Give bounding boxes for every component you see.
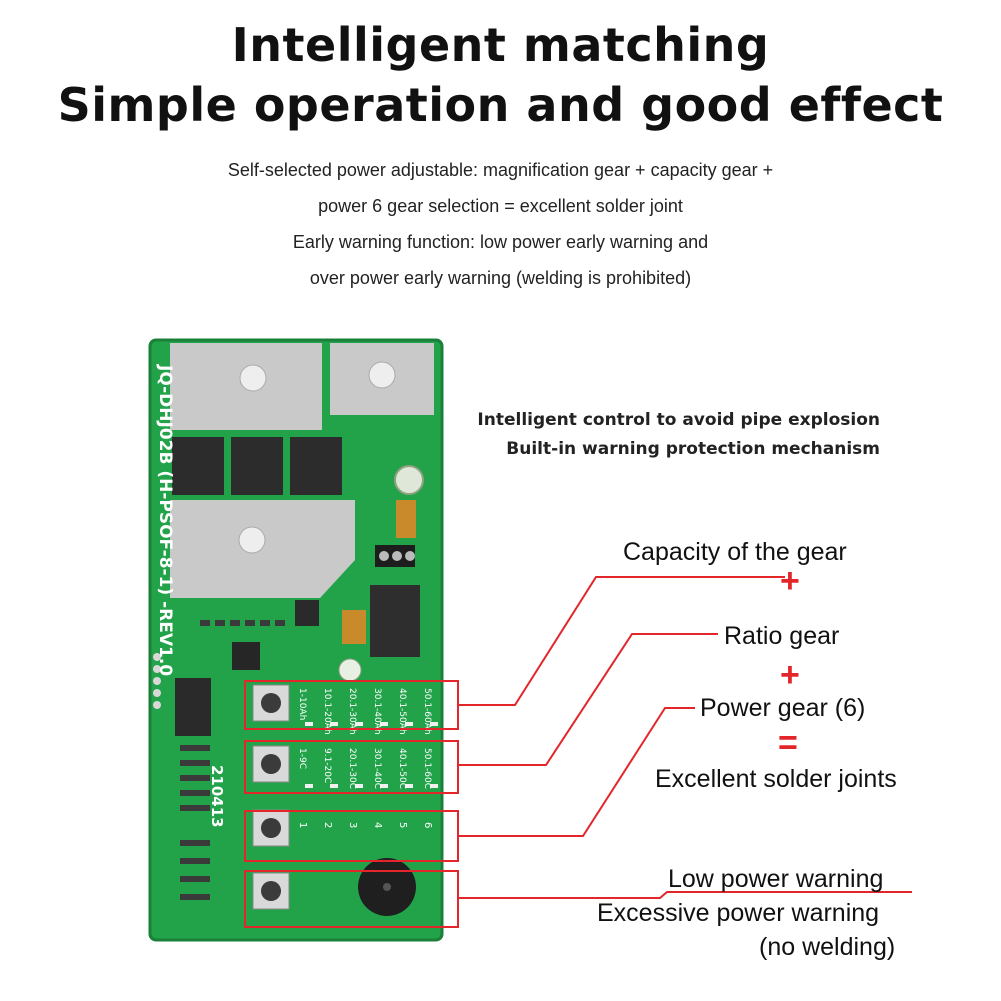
plus-sign-1: + [780, 562, 800, 600]
plus-sign-2: + [780, 656, 800, 694]
leader-ratio [458, 633, 718, 766]
leader-warning [458, 891, 912, 899]
callout-capacity-gear: Capacity of the gear [623, 538, 847, 566]
ratio-label-2: 9.1-20C [322, 748, 332, 783]
callout-ratio-gear: Ratio gear [724, 622, 840, 650]
callout-power-gear: Power gear (6) [700, 694, 866, 722]
protection-note-line-2: Built-in warning protection mechanism [506, 439, 880, 459]
board-date-code: 210413 [208, 765, 226, 828]
capacity-label-1: 1-10Ah [297, 688, 307, 720]
leader-capacity [458, 576, 785, 706]
description-line-2: power 6 gear selection = excellent solde… [318, 196, 683, 216]
smd-component-stack [396, 500, 416, 538]
highlight-ratio [244, 740, 459, 794]
gear-label-3: 3 [347, 822, 358, 828]
title-line-2: Simple operation and good effect [57, 78, 944, 132]
electrolytic-capacitor [394, 465, 424, 495]
capacity-label-4: 30.1-40Ah [372, 688, 382, 735]
gear-label-4: 4 [372, 822, 383, 828]
inductor [232, 642, 260, 670]
button-warning [252, 872, 290, 910]
button-power [252, 809, 290, 847]
equals-sign: = [778, 724, 798, 762]
callout-no-welding: (no welding) [759, 933, 896, 961]
microcontroller-chip [175, 678, 211, 736]
heatsink-pad-middle [170, 500, 355, 598]
gear-label-5: 5 [397, 822, 408, 828]
capacity-label-2: 10.1-20Ah [322, 688, 332, 735]
description-line-4: over power early warning (welding is pro… [309, 268, 692, 288]
ratio-label-1: 1-9C [297, 748, 307, 769]
callout-excessive-power-warning: Excessive power warning [597, 899, 880, 927]
button-capacity [252, 684, 290, 722]
voltage-regulator [370, 585, 420, 657]
gear-row-labels: 1 2 3 4 5 6 [297, 822, 433, 828]
capacity-label-3: 20.1-30Ah [347, 688, 357, 735]
ratio-label-5: 40.1-50C [397, 748, 407, 789]
button-ratio [252, 745, 290, 783]
capacity-label-6: 50.1-60Ah [422, 688, 432, 735]
mosfet-3 [290, 437, 342, 495]
gear-label-1: 1 [297, 822, 308, 828]
ratio-label-3: 20.1-30C [347, 748, 357, 789]
ratio-row-labels: 1-9C 9.1-20C 20.1-30C 30.1-40C 40.1-50C 50.1-… [297, 748, 432, 789]
ratio-label-6: 50.1-60C [422, 748, 432, 789]
capacity-label-5: 40.1-50Ah [397, 688, 407, 735]
gear-label-2: 2 [322, 822, 333, 828]
capacity-row-labels: 1-10Ah 10.1-20Ah 20.1-30Ah 30.1-40Ah 40.1-50… [297, 688, 432, 735]
description-line-1: Self-selected power adjustable: magnific… [227, 160, 774, 180]
description-line-3: Early warning function: low power early … [292, 232, 709, 252]
mosfet-1 [172, 437, 224, 495]
led-indicators [305, 722, 438, 788]
leader-power [458, 707, 695, 837]
ratio-label-4: 30.1-40C [372, 748, 382, 789]
board-model-silkscreen: JQ-DHJ02B (H-PSOF-8-1) -REV1.0 [155, 364, 175, 676]
callout-excellent-joints: Excellent solder joints [655, 765, 897, 793]
gear-label-6: 6 [422, 822, 433, 828]
title-line-1: Intelligent matching [231, 18, 770, 72]
callout-low-power-warning: Low power warning [668, 865, 884, 893]
protection-note-line-1: Intelligent control to avoid pipe explos… [477, 410, 880, 430]
mosfet-2 [231, 437, 283, 495]
